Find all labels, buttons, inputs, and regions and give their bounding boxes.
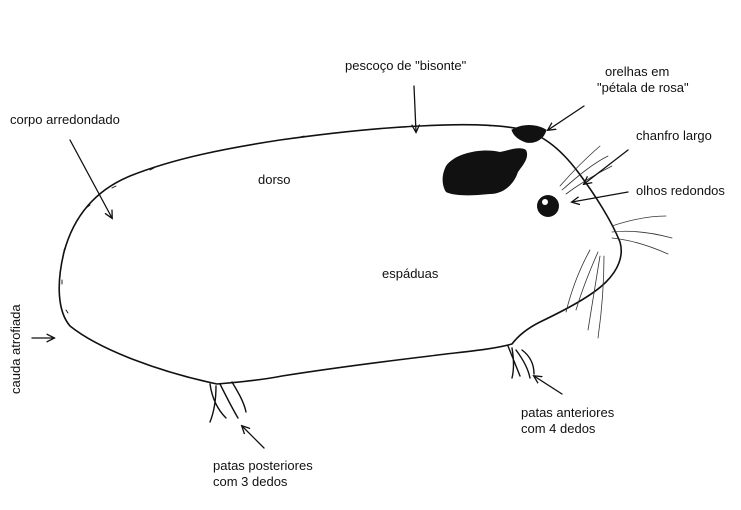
label-front-paws-line1: patas anteriores — [521, 405, 614, 421]
fur-texture — [62, 125, 490, 313]
hind-paw — [210, 382, 246, 422]
eye — [537, 195, 559, 217]
label-ears: orelhas em "pétala de rosa" — [597, 64, 689, 96]
label-front-paws: patas anteriores com 4 dedos — [521, 405, 614, 437]
label-hind-paws-line2: com 3 dedos — [213, 474, 313, 490]
ear — [512, 126, 546, 143]
label-hind-paws-line1: patas posteriores — [213, 458, 313, 474]
body-outline — [59, 125, 621, 384]
label-ears-line1: orelhas em — [597, 64, 689, 80]
arrow-neck — [414, 86, 416, 132]
head-patch — [443, 148, 527, 195]
front-paw — [508, 346, 534, 378]
label-front-paws-line2: com 4 dedos — [521, 421, 614, 437]
arrow-ears — [548, 106, 584, 130]
label-hind-paws: patas posteriores com 3 dedos — [213, 458, 313, 490]
label-ears-line2: "pétala de rosa" — [597, 80, 689, 96]
arrow-body — [70, 140, 112, 218]
label-shoulders: espáduas — [382, 266, 438, 282]
label-eyes: olhos redondos — [636, 183, 725, 199]
label-tail: cauda atrofiada — [8, 304, 24, 394]
arrow-eyes — [572, 192, 628, 202]
label-body: corpo arredondado — [10, 112, 120, 128]
arrow-hind-paws — [242, 426, 264, 448]
whiskers — [560, 146, 672, 338]
label-neck: pescoço de "bisonte" — [345, 58, 466, 74]
label-back: dorso — [258, 172, 291, 188]
arrow-front-paws — [534, 376, 562, 394]
label-nose: chanfro largo — [636, 128, 712, 144]
eye-highlight — [542, 199, 548, 205]
